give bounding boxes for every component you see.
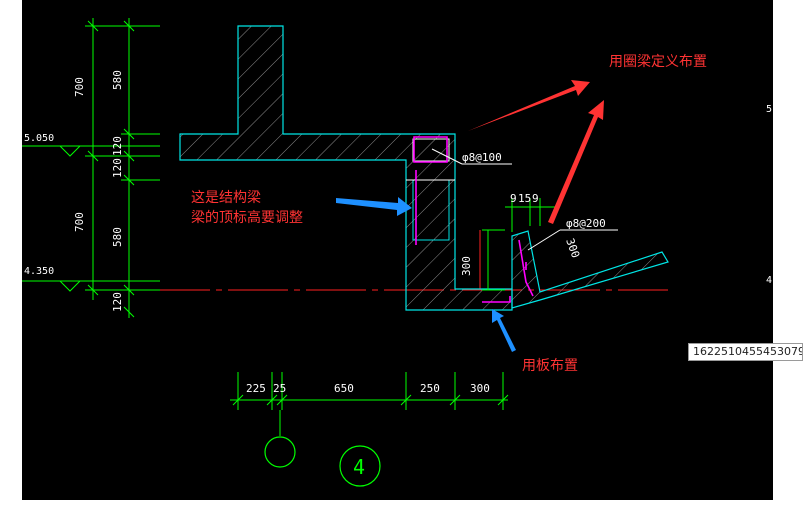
- dim-beam-depth: 300: [563, 237, 582, 260]
- vertical-dimensions: [85, 18, 160, 318]
- elevation-upper: 5.050: [24, 133, 54, 144]
- right-edge-label-top: 5: [766, 104, 772, 115]
- dim-inner-120-c: 120: [111, 292, 124, 312]
- horizontal-dimensions: [230, 372, 509, 436]
- rebar-callout-leaders: [431, 148, 618, 251]
- concrete-section: [179, 25, 669, 311]
- dim-25: 25: [273, 382, 286, 395]
- note-ring-beam: 用圈梁定义布置: [609, 54, 707, 70]
- dim-small-9a: 9: [510, 192, 517, 205]
- axis-bubble-2: [339, 445, 381, 487]
- drawing-background: [22, 0, 773, 500]
- elevation-lower: 4.350: [24, 266, 54, 277]
- dim-250: 250: [420, 382, 440, 395]
- note-structural-beam-1: 这是结构梁: [191, 189, 261, 206]
- blue-arrows: [336, 197, 516, 352]
- elevation-symbols: [22, 145, 160, 292]
- dim-225: 225: [246, 382, 266, 395]
- rebar-slab-label: φ8@200: [566, 217, 606, 230]
- dim-inner-120-b: 120: [111, 158, 124, 178]
- dim-outer-top: 700: [73, 77, 86, 97]
- tooltip: 1622510455453079: [688, 343, 803, 361]
- right-edge-label-bottom: 4: [766, 275, 772, 286]
- rebar-lines: [413, 136, 534, 303]
- axis-bubble-1: [264, 436, 296, 468]
- dim-inner-580-top: 580: [111, 70, 124, 90]
- dim-inner-120-a: 120: [111, 136, 124, 156]
- dim-small-9b: 9: [532, 192, 539, 205]
- dim-slab-depth: 300: [460, 256, 473, 276]
- note-slab: 用板布置: [522, 358, 578, 374]
- axis-bubble-2-label: 4: [353, 455, 365, 479]
- dim-650: 650: [334, 382, 354, 395]
- note-structural-beam-2: 梁的顶标高要调整: [191, 209, 303, 226]
- red-arrows: [468, 80, 604, 224]
- dim-300: 300: [470, 382, 490, 395]
- dim-inner-580-bottom: 580: [111, 227, 124, 247]
- rebar-beam-label: φ8@100: [462, 151, 502, 164]
- small-top-dimension: [482, 198, 555, 291]
- dim-small-15: 15: [518, 192, 531, 205]
- dim-outer-bottom: 700: [73, 212, 86, 232]
